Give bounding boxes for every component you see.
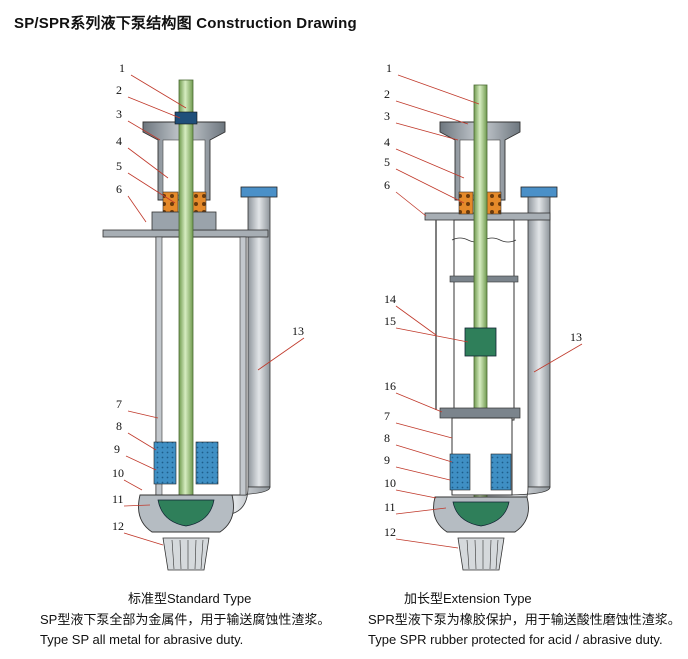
- standard-leader-12: [123, 532, 164, 546]
- standard-part-number-10: 10: [112, 466, 124, 480]
- extension-leader-5: [395, 168, 465, 204]
- standard-leader-9: [125, 455, 157, 471]
- standard-part-number-7: 7: [116, 397, 122, 411]
- extension-part-number-12: 12: [384, 525, 396, 539]
- standard-leader-3: [127, 120, 161, 141]
- extension-leader-6: [395, 191, 427, 217]
- extension-part-number-3: 3: [384, 109, 390, 123]
- extension-part-number-7: 7: [384, 409, 390, 423]
- extension-leader-2: [395, 100, 469, 125]
- extension-part-number-11: 11: [384, 500, 396, 514]
- extension-leader-13: [533, 343, 583, 373]
- standard-leader-11: [123, 504, 151, 507]
- extension-part-number-6: 6: [384, 178, 390, 192]
- extension-leader-11: [395, 507, 447, 515]
- standard-leader-5: [127, 172, 176, 204]
- extension-part-number-13: 13: [570, 330, 582, 344]
- pump-standard-drawing-icon: [102, 79, 278, 571]
- extension-part-number-4: 4: [384, 135, 390, 149]
- standard-part-number-11: 11: [112, 492, 124, 506]
- extension-leader-14: [395, 305, 437, 336]
- intermediate-flange: [439, 407, 521, 419]
- extension-leader-8: [395, 444, 453, 463]
- standard-part-number-8: 8: [116, 419, 122, 433]
- extension-leader-9: [395, 466, 451, 481]
- standard-part-number-2: 2: [116, 83, 122, 97]
- standard-leader-13: [257, 337, 305, 371]
- standard-leader-6: [127, 195, 147, 223]
- standard-part-number-5: 5: [116, 159, 122, 173]
- standard-desc-zh: SP型液下泵全部为金属件，用于输送腐蚀性渣浆。: [40, 612, 331, 627]
- standard-part-number-3: 3: [116, 107, 122, 121]
- shaft: [178, 79, 194, 501]
- extension-part-number-16: 16: [384, 379, 396, 393]
- extension-leader-4: [395, 148, 465, 179]
- page-title: SP/SPR系列液下泵结构图 Construction Drawing: [14, 15, 357, 32]
- extension-part-number-10: 10: [384, 476, 396, 490]
- standard-part-number-4: 4: [116, 134, 122, 148]
- standard-leader-8: [127, 432, 157, 451]
- standard-part-number-12: 12: [112, 519, 124, 533]
- extension-type-label: 加长型Extension Type: [404, 591, 532, 606]
- liner-left: [153, 441, 177, 485]
- impeller: [157, 499, 215, 527]
- shaft-coupling: [464, 327, 497, 357]
- standard-part-number-13: 13: [292, 324, 304, 338]
- extension-part-number-2: 2: [384, 87, 390, 101]
- standard-leader-1: [130, 74, 187, 109]
- bearing-left: [162, 191, 179, 215]
- bearing-left-ext: [458, 191, 474, 215]
- extension-leader-15: [395, 327, 469, 343]
- impeller-ext: [452, 501, 510, 527]
- extension-desc-en: Type SPR rubber protected for acid / abr…: [368, 632, 663, 647]
- standard-part-number-9: 9: [114, 442, 120, 456]
- extension-part-number-14: 14: [384, 292, 396, 306]
- extension-desc-zh: SPR型液下泵为橡胶保护，用于输送酸性磨蚀性渣浆。: [368, 612, 681, 627]
- pump-extension-drawing-icon: [424, 84, 558, 571]
- extension-part-number-9: 9: [384, 453, 390, 467]
- extension-leader-7: [395, 422, 453, 439]
- strainer: [162, 537, 210, 571]
- discharge-pipe: [199, 186, 278, 516]
- extension-leader-3: [395, 122, 459, 141]
- liner-right: [195, 441, 219, 485]
- bearing-right-ext: [486, 191, 502, 215]
- extension-leader-10: [395, 489, 437, 499]
- extension-leader-1: [397, 74, 480, 105]
- extension-part-number-15: 15: [384, 314, 396, 328]
- standard-desc-en: Type SP all metal for abrasive duty.: [40, 632, 244, 647]
- extension-leader-16: [395, 392, 443, 413]
- liner-left-ext: [449, 453, 471, 491]
- extension-leader-12: [395, 538, 459, 549]
- standard-leader-2: [127, 96, 181, 119]
- liner-right-ext: [490, 453, 512, 491]
- standard-part-number-6: 6: [116, 182, 122, 196]
- standard-type-label: 标准型Standard Type: [128, 591, 252, 606]
- extension-part-number-8: 8: [384, 431, 390, 445]
- extension-part-number-1: 1: [386, 61, 392, 75]
- extension-part-number-5: 5: [384, 155, 390, 169]
- standard-leader-4: [127, 147, 169, 179]
- standard-part-number-1: 1: [119, 61, 125, 75]
- standard-leader-7: [127, 410, 159, 419]
- strainer-ext: [457, 537, 505, 571]
- standard-leader-10: [123, 479, 143, 491]
